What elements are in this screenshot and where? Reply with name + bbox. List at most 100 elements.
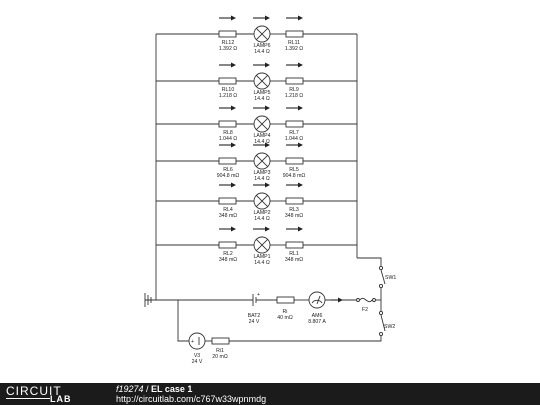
current-arrow-right — [286, 62, 303, 68]
current-arrow-right — [286, 226, 303, 232]
circuit-id: f19274 — [116, 384, 144, 394]
fuse-f2[interactable] — [356, 297, 376, 303]
current-arrow-right — [286, 142, 303, 148]
ri-name: Ri — [283, 309, 288, 315]
lamp-name: LAMP5 — [253, 90, 270, 96]
switch-sw2[interactable] — [378, 310, 386, 337]
left-resistor-name: RL6 — [223, 167, 233, 173]
current-arrow-lamp — [253, 182, 270, 188]
lamp-value: 14.4 Ω — [254, 260, 270, 266]
current-arrow-right — [286, 105, 303, 111]
logo-text-circuit: CIRCUIT — [6, 384, 62, 398]
right-resistor-name: RL11 — [288, 40, 300, 46]
resistor-rl7[interactable] — [285, 120, 304, 128]
right-resistor-name: RL7 — [289, 130, 299, 136]
lamp-value: 14.4 Ω — [254, 216, 270, 222]
current-arrow-right — [286, 182, 303, 188]
current-arrow-left — [219, 62, 236, 68]
resistor-rl3[interactable] — [285, 197, 304, 205]
footer-bar: CIRCUIT LAB f19274 / EL case 1 http://ci… — [0, 383, 540, 405]
left-resistor-name: RL12 — [222, 40, 235, 46]
lamp-lamp4[interactable] — [253, 115, 271, 133]
resistor-rl4[interactable] — [218, 197, 237, 205]
left-resistor-value: 1.218 Ω — [219, 93, 237, 99]
resistor-rl2[interactable] — [218, 241, 237, 249]
right-resistor-name: RL5 — [289, 167, 299, 173]
lamp-lamp1[interactable] — [253, 236, 271, 254]
logo-text-lab: LAB — [50, 394, 72, 404]
resistor-rl10[interactable] — [218, 77, 237, 85]
resistor-rl9[interactable] — [285, 77, 304, 85]
left-resistor-value: 1.044 Ω — [219, 136, 237, 142]
resistor-ri1[interactable] — [211, 337, 230, 345]
v3-name: V3 — [194, 353, 200, 359]
circuit-name: EL case 1 — [151, 384, 193, 394]
lamp-name: LAMP1 — [253, 254, 270, 260]
lamp-name: LAMP3 — [253, 170, 270, 176]
current-arrow-left — [219, 226, 236, 232]
lamp-lamp5[interactable] — [253, 72, 271, 90]
circuit-url[interactable]: http://circuitlab.com/c767w33wpnmdg — [116, 394, 267, 404]
circuit-title: f19274 / EL case 1 — [116, 384, 192, 394]
lamp-lamp2[interactable] — [253, 192, 271, 210]
right-resistor-name: RL3 — [289, 207, 299, 213]
resistor-rl12[interactable] — [218, 30, 237, 38]
left-resistor-name: RL4 — [223, 207, 233, 213]
ri1-value: 20 mΩ — [212, 354, 228, 360]
right-resistor-value: 348 mΩ — [285, 213, 303, 219]
supply-circuit: SW1 + BAT2 24 V Ri 40 mΩ AM6 8.807 — [144, 265, 396, 365]
ri-value: 40 mΩ — [277, 315, 293, 321]
sw2-name: SW2 — [384, 324, 395, 330]
lamp-value: 14.4 Ω — [254, 139, 270, 145]
ammeter-am6[interactable] — [308, 291, 326, 309]
left-resistor-name: RL2 — [223, 251, 233, 257]
current-arrow-left — [219, 182, 236, 188]
right-resistor-value: 1.218 Ω — [285, 93, 303, 99]
left-resistor-value: 348 mΩ — [219, 257, 237, 263]
circuitlab-logo[interactable]: CIRCUIT LAB — [6, 384, 90, 404]
switch-sw1[interactable] — [378, 265, 386, 289]
svg-text:+: + — [191, 339, 194, 345]
bat2-value: 24 V — [249, 319, 260, 325]
ground-symbol — [144, 293, 152, 307]
resistor-rl6[interactable] — [218, 157, 237, 165]
lamp-lamp6[interactable] — [253, 25, 271, 43]
right-feed-wire — [357, 257, 382, 266]
right-resistor-value: 904.8 mΩ — [283, 173, 306, 179]
lamp-lamp3[interactable] — [253, 152, 271, 170]
battery-bat2[interactable]: + — [252, 292, 260, 306]
right-resistor-value: 348 mΩ — [285, 257, 303, 263]
resistor-rl8[interactable] — [218, 120, 237, 128]
lamp-name: LAMP6 — [253, 43, 270, 49]
right-resistor-name: RL1 — [289, 251, 299, 257]
resistor-rl11[interactable] — [285, 30, 304, 38]
ri1-name: Ri1 — [216, 348, 224, 354]
lamp-name: LAMP4 — [253, 133, 270, 139]
current-arrow-lamp — [253, 226, 270, 232]
sw1-name: SW1 — [385, 275, 396, 281]
resistor-rl1[interactable] — [285, 241, 304, 249]
current-arrow-left — [219, 142, 236, 148]
bat2-name: BAT2 — [248, 313, 261, 319]
wire-bottom-loop — [229, 336, 382, 342]
current-arrow-left — [219, 105, 236, 111]
f2-name: F2 — [362, 307, 368, 313]
voltage-source-v3[interactable]: + — [188, 332, 206, 350]
resistor-ri[interactable] — [276, 296, 295, 304]
left-resistor-value: 904.8 mΩ — [217, 173, 240, 179]
left-resistor-name: RL8 — [223, 130, 233, 136]
right-resistor-name: RL9 — [289, 87, 299, 93]
current-arrow-lamp — [253, 62, 270, 68]
left-resistor-value: 348 mΩ — [219, 213, 237, 219]
logo-underline — [6, 398, 50, 399]
current-arrow-right — [286, 15, 303, 21]
am6-name: AM6 — [312, 313, 323, 319]
resistor-rl5[interactable] — [285, 157, 304, 165]
lamp-value: 14.4 Ω — [254, 96, 270, 102]
